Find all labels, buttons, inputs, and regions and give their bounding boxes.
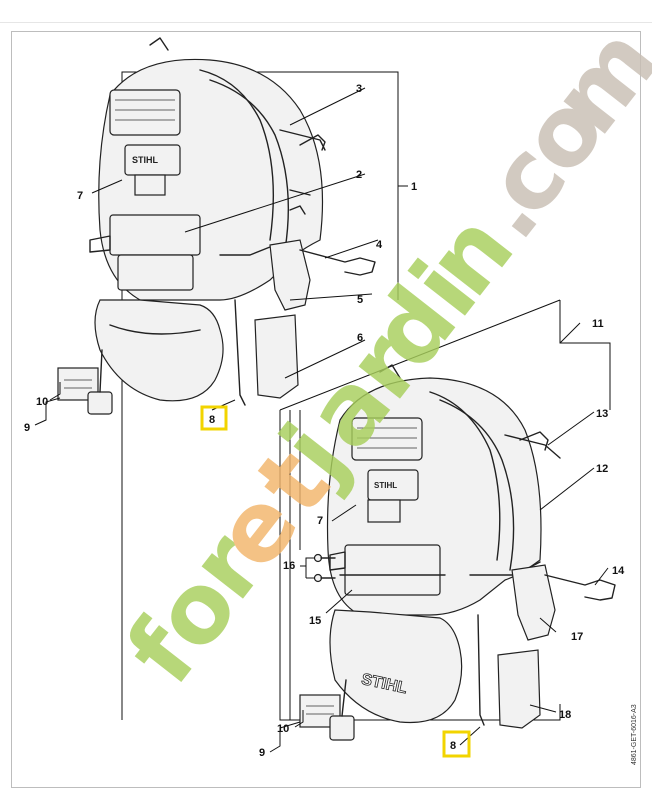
callout-11: 11 xyxy=(592,318,604,330)
callout-7-lower: 7 xyxy=(317,515,323,527)
callout-5: 5 xyxy=(357,294,363,306)
backpack-upper: STIHL xyxy=(89,37,376,406)
connector-lower xyxy=(299,679,355,741)
callout-16: 16 xyxy=(283,560,295,572)
callout-8-lower: 8 xyxy=(450,740,456,752)
callout-9-upper: 9 xyxy=(24,422,30,434)
backpack-lower: STIHL STIHL xyxy=(326,364,616,729)
callout-9-lower: 9 xyxy=(259,747,265,759)
callout-17: 17 xyxy=(571,631,583,643)
callout-labels: 3 2 1 4 5 6 7 8 9 10 11 13 12 14 16 15 1… xyxy=(24,83,625,759)
callout-18: 18 xyxy=(559,709,571,721)
callout-4: 4 xyxy=(376,239,383,251)
callout-10-lower: 10 xyxy=(277,723,289,735)
top-bar xyxy=(0,0,652,23)
callout-7-upper: 7 xyxy=(77,190,83,202)
callout-2: 2 xyxy=(356,169,362,181)
group-bracket-upper xyxy=(121,71,408,720)
callout-1: 1 xyxy=(411,181,417,193)
callout-14: 14 xyxy=(612,565,625,577)
leader-lines xyxy=(34,87,609,753)
highlight-box-8-lower xyxy=(442,730,471,758)
connector-upper xyxy=(57,349,113,415)
callout-13: 13 xyxy=(596,408,608,420)
callout-8-upper: 8 xyxy=(209,414,215,426)
callout-10-upper: 10 xyxy=(36,396,48,408)
screws-part-16 xyxy=(313,553,336,583)
stihl-logo-lower-top: STIHL xyxy=(374,481,397,490)
highlight-box-8-upper xyxy=(200,405,228,431)
callout-12: 12 xyxy=(596,463,608,475)
callout-3: 3 xyxy=(356,83,362,95)
diagram-frame xyxy=(11,31,641,788)
document-reference: 4861-GET-6016-A3 xyxy=(631,704,638,765)
callout-15: 15 xyxy=(309,615,321,627)
callout-6: 6 xyxy=(357,332,363,344)
stihl-logo-upper: STIHL xyxy=(132,155,159,165)
